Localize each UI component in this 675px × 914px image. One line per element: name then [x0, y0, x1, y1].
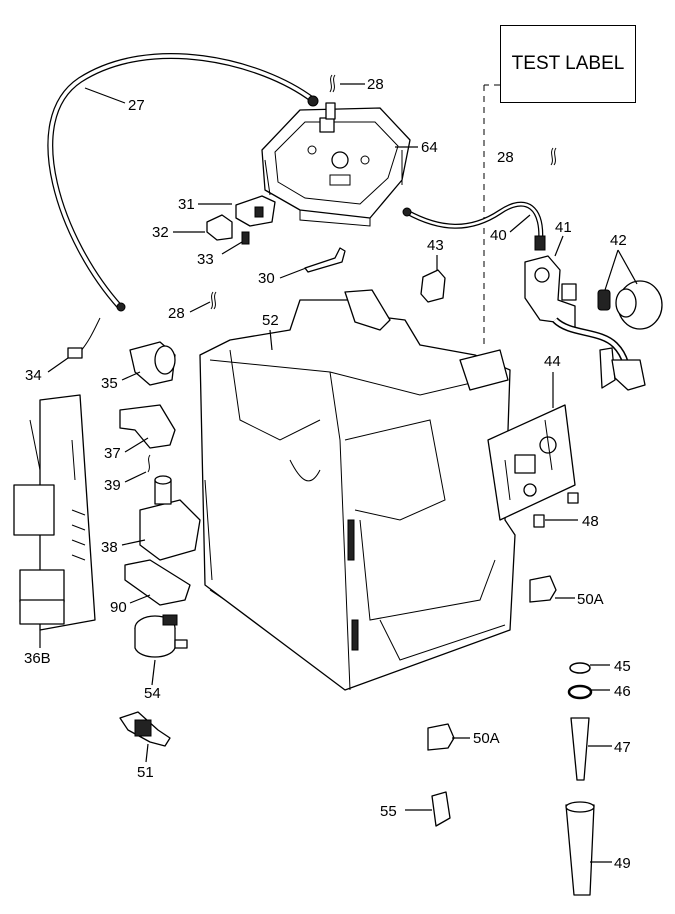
callout-38: 38	[101, 539, 118, 556]
callout-47: 47	[614, 739, 631, 756]
part-41-valve	[524, 255, 646, 391]
callout-28-right: 28	[497, 149, 514, 166]
part-50A-connector-a	[529, 575, 557, 603]
part-28-clip-c	[210, 291, 217, 310]
part-28-clip-a	[329, 74, 336, 93]
callout-labels: 27 28 64 28 31 32 33 43 40 41 42 30 28 5…	[24, 76, 631, 872]
callout-36B: 36B	[24, 650, 51, 667]
part-64-heater-plate	[261, 102, 411, 227]
part-36B-power-board	[13, 394, 96, 631]
part-42-knob	[597, 280, 663, 330]
part-30-pin	[304, 247, 346, 273]
callout-41: 41	[555, 219, 572, 236]
part-46-oring	[567, 684, 593, 700]
part-54-flowmeter	[134, 614, 188, 658]
part-48-spacer-a	[567, 492, 579, 504]
part-33-spring	[241, 231, 250, 245]
callout-46: 46	[614, 683, 631, 700]
callout-37: 37	[104, 445, 121, 462]
callout-42: 42	[610, 232, 627, 249]
part-35-valve	[129, 341, 176, 386]
callout-45: 45	[614, 658, 631, 675]
part-47-nozzle	[570, 717, 590, 781]
callout-31: 31	[178, 196, 195, 213]
callout-52: 52	[262, 312, 279, 329]
part-32-block	[206, 214, 233, 241]
callout-64: 64	[421, 139, 438, 156]
callout-40: 40	[490, 227, 507, 244]
callout-51: 51	[137, 764, 154, 781]
part-51-valve	[119, 711, 171, 747]
part-52-frame	[199, 289, 516, 691]
callout-28-top: 28	[367, 76, 384, 93]
part-49-rim	[565, 801, 595, 813]
part-45-oring	[569, 662, 591, 674]
part-40-hose	[402, 201, 546, 251]
part-44-control-board	[487, 404, 576, 521]
callout-43: 43	[427, 237, 444, 254]
callout-49: 49	[614, 855, 631, 872]
part-38-pump	[139, 475, 201, 561]
test-label-box: TEST LABEL	[500, 25, 636, 103]
part-39-clip	[147, 454, 151, 473]
callout-39: 39	[104, 477, 121, 494]
leader-lines	[39, 83, 638, 863]
part-49-tube	[565, 804, 595, 896]
dashed-divider	[483, 84, 500, 345]
part-28-clip-b	[550, 147, 557, 166]
callout-35: 35	[101, 375, 118, 392]
part-55-clip	[431, 791, 451, 827]
callout-32: 32	[152, 224, 169, 241]
part-50A-connector-b	[427, 723, 455, 751]
callout-28-mid: 28	[168, 305, 185, 322]
part-48-spacer-b	[533, 514, 545, 528]
test-label-text: TEST LABEL	[511, 53, 625, 74]
part-34-connector	[67, 317, 101, 359]
callout-48: 48	[582, 513, 599, 530]
callout-55: 55	[380, 803, 397, 820]
callout-44: 44	[544, 353, 561, 370]
callout-33: 33	[197, 251, 214, 268]
part-37-bracket	[119, 404, 176, 449]
callout-50A-upper: 50A	[577, 591, 604, 608]
callout-27: 27	[128, 97, 145, 114]
callout-50A-lower: 50A	[473, 730, 500, 747]
callout-90: 90	[110, 599, 127, 616]
callout-30: 30	[258, 270, 275, 287]
part-43-switch	[420, 269, 446, 303]
part-90-bracket	[124, 559, 191, 606]
part-27-tube	[47, 53, 319, 312]
part-31-bracket	[235, 195, 276, 227]
callout-54: 54	[144, 685, 161, 702]
callout-34: 34	[25, 367, 42, 384]
